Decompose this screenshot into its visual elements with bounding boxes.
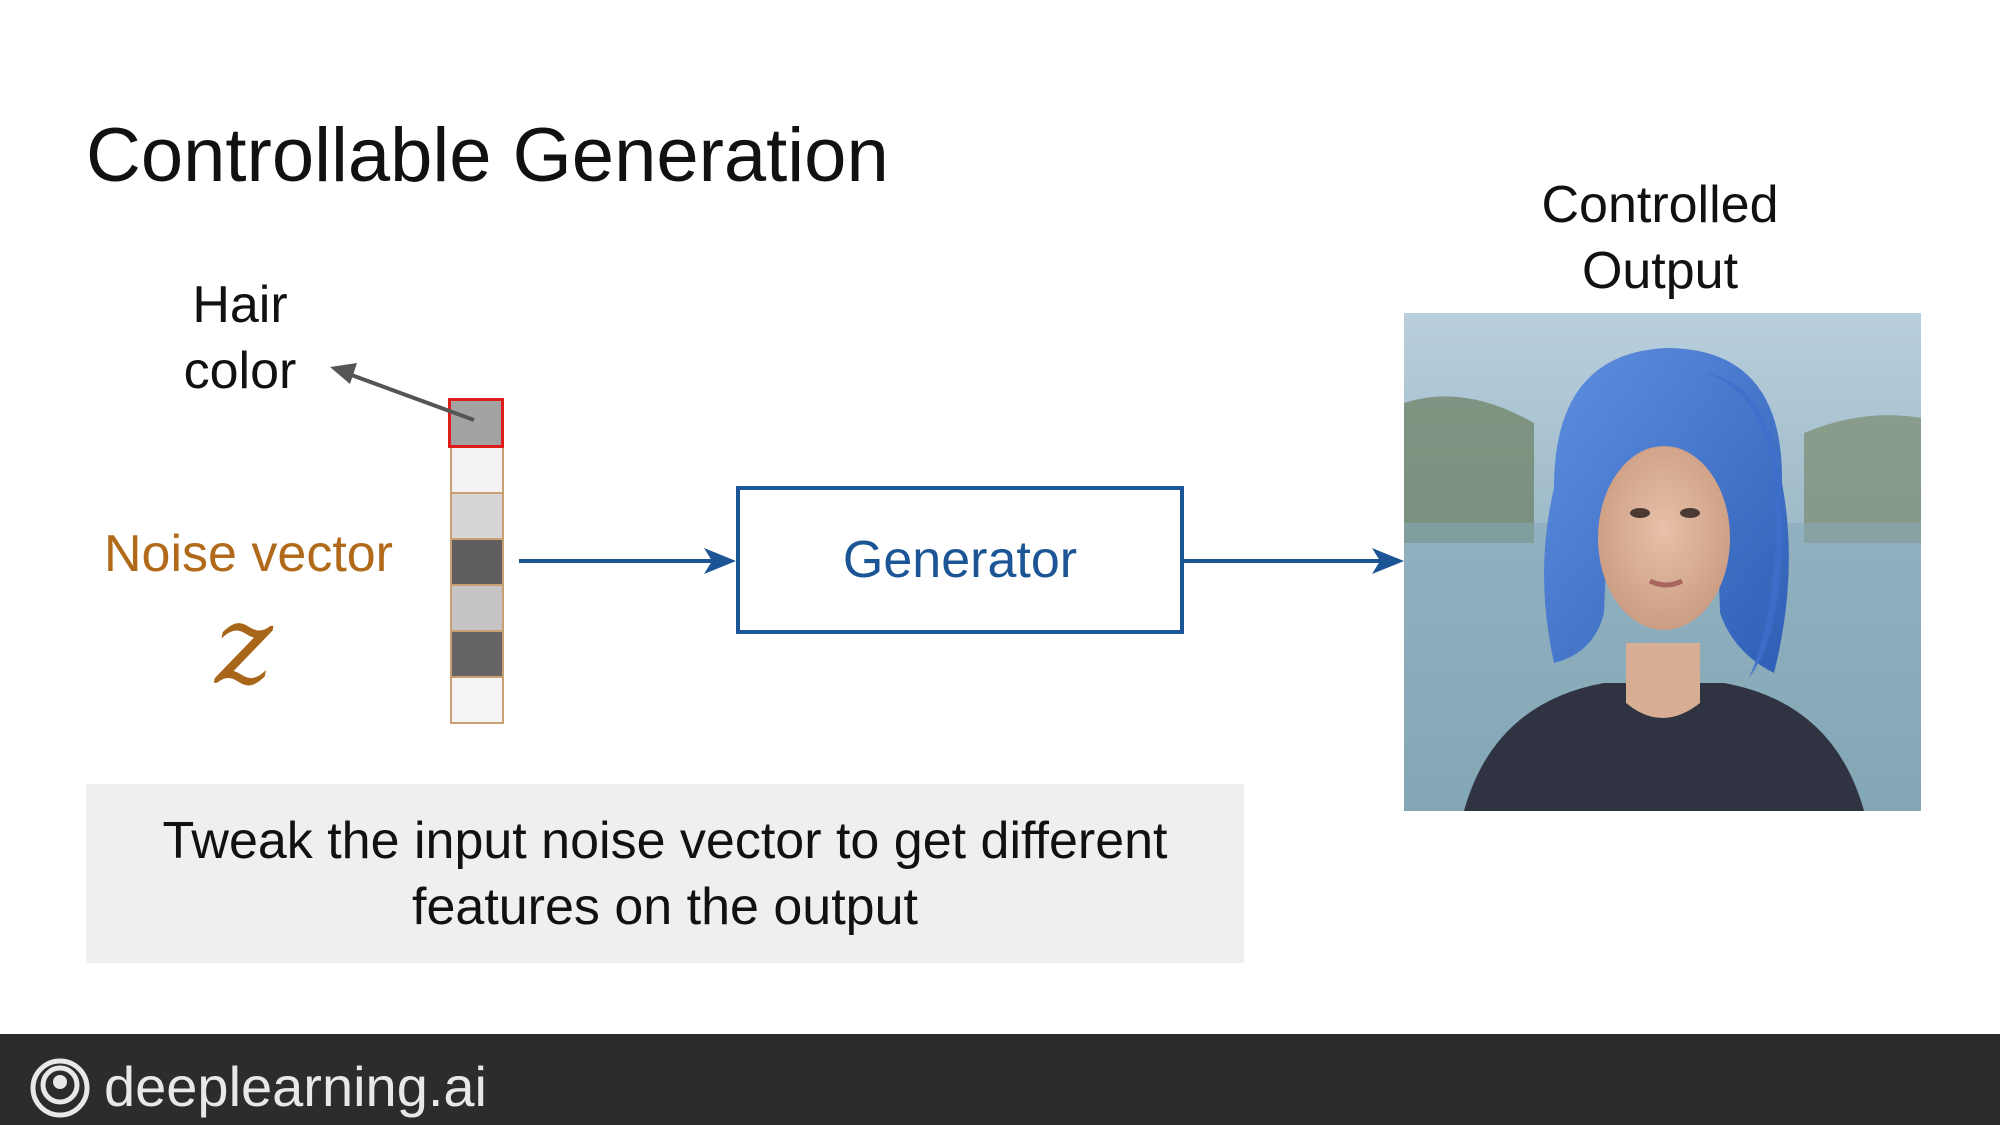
hair-label-line1: Hair — [192, 276, 288, 334]
generator-to-output-arrow — [1184, 548, 1404, 574]
controlled-output-label: Controlled Output — [1430, 172, 1890, 304]
generator-box: Generator — [736, 486, 1184, 634]
output-label-line2: Output — [1581, 242, 1739, 300]
vector-to-generator-arrow — [519, 548, 736, 574]
blue-hair-portrait-image — [1404, 313, 1921, 811]
slide-title: Controllable Generation — [86, 113, 889, 198]
caption-line1: Tweak the input noise vector to get diff… — [162, 811, 1168, 870]
footer-bar — [0, 1034, 2000, 1125]
noise-vector — [448, 398, 504, 724]
noise-vector-cell — [450, 586, 504, 632]
noise-vector-label: Noise vector — [104, 525, 393, 583]
brand-name: deeplearning.ai — [104, 1055, 487, 1118]
generator-label: Generator — [842, 531, 1078, 589]
output-label-line1: Controlled — [1541, 176, 1779, 234]
noise-vector-cell — [450, 494, 504, 540]
noise-vector-cell — [450, 678, 504, 724]
z-symbol: z — [215, 581, 273, 709]
hair-label-line2: color — [183, 342, 297, 400]
noise-vector-cell — [450, 540, 504, 586]
noise-vector-cell — [450, 632, 504, 678]
noise-vector-cell — [450, 448, 504, 494]
caption-line2: features on the output — [412, 877, 918, 936]
noise-vector-cell-highlighted — [448, 398, 504, 448]
deeplearning-logo-icon — [30, 1058, 90, 1118]
hair-color-label: Hair color — [160, 272, 320, 404]
caption-box: Tweak the input noise vector to get diff… — [86, 784, 1244, 963]
